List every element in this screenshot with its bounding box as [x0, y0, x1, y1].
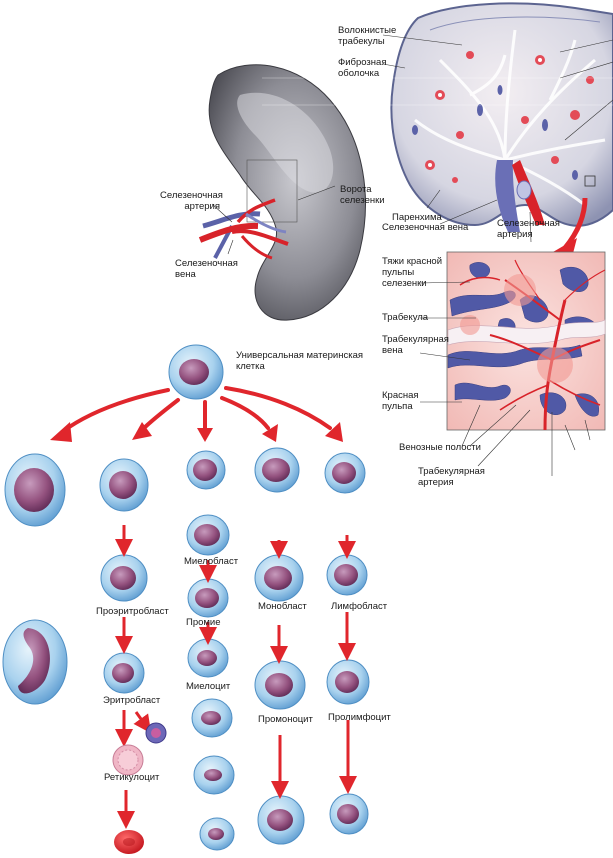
large-cell-left — [2, 619, 68, 705]
cell-row1-col2 — [99, 458, 149, 512]
label-trabecula: Трабекула — [382, 312, 429, 323]
monoblast-cell — [254, 554, 304, 602]
cell-column-set — [4, 447, 370, 851]
myelocyte-cell — [187, 638, 229, 678]
promonocyte-cell — [254, 660, 306, 710]
label-prolymphocyte: Пролимфоцит — [328, 712, 391, 723]
spleen-highlight — [237, 92, 334, 193]
lymphoblast-cell — [326, 554, 368, 596]
label-lymphoblast: Лимфобласт — [331, 601, 388, 612]
label-trabecular-artery: Трабекулярная артерия — [418, 466, 485, 488]
hilum-callout-box — [246, 159, 298, 223]
myeloblast-cell — [186, 514, 230, 556]
label-red-pulp: Красная пульпа — [382, 390, 419, 412]
cell-row1-col4 — [254, 447, 300, 493]
cell-row1-col1 — [4, 453, 66, 527]
monocyte-cell — [257, 795, 305, 845]
label-stem-cell: Универсальная материнская клетка — [236, 350, 364, 372]
trabeculae — [414, 29, 606, 207]
label-splenic-artery-section: Селезеночная артерия — [497, 218, 560, 240]
label-venous-cavities: Венозные полости — [399, 442, 481, 453]
reticulocyte-cell — [112, 744, 144, 776]
pulp-nodules — [412, 51, 594, 183]
label-splenic-artery-left: Селезеночная артерия — [160, 190, 223, 212]
cell-row1-col3 — [186, 450, 226, 490]
branch-arrowheads — [50, 422, 343, 442]
lineage-arrows — [115, 525, 357, 829]
erythroblast-cell — [103, 652, 145, 694]
label-erythroblast: Эритробласт — [103, 695, 161, 706]
prolymphocyte-cell — [326, 659, 370, 705]
label-myelocyte: Миелоцит — [186, 681, 231, 692]
label-red-pulp-cords: Тяжи красной пульпы селезенки — [382, 256, 443, 289]
label-promonocyte: Промоноцит — [258, 714, 313, 725]
lymphocyte-cell — [329, 793, 369, 835]
cell-row1-col5 — [324, 452, 366, 494]
detail-callout-box — [584, 175, 596, 187]
proerythroblast-cell — [100, 554, 148, 602]
small-spiky-cell — [145, 722, 167, 744]
segmented-cell — [199, 817, 235, 851]
label-myeloblast: Миелобласт — [184, 556, 239, 567]
arrow-erythro-side — [133, 711, 152, 734]
spleen-external-view — [198, 64, 366, 321]
label-monoblast: Монобласт — [258, 601, 307, 612]
label-parenchyma: Паренхима — [392, 212, 442, 223]
metamyelocyte-cell — [191, 698, 233, 738]
stem-cell — [168, 344, 224, 400]
label-proerythroblast: Проэритробласт — [96, 606, 169, 617]
label-reticulocyte: Ретикулоцит — [104, 772, 160, 783]
label-fibrous-capsule: Фиброзная оболочка — [338, 57, 387, 79]
label-trabecular-vein: Трабекулярная вена — [382, 334, 449, 356]
spleen-section-view — [262, 2, 613, 265]
band-cell — [193, 755, 235, 795]
hematopoiesis-tree — [2, 344, 370, 854]
label-hilum: Ворота селезенки — [340, 184, 385, 206]
label-splenic-vein-left: Селезеночная вена — [175, 258, 238, 280]
label-splenic-vein-section: Селезеночная вена — [382, 222, 469, 233]
red-pulp-detail — [419, 251, 606, 476]
promyelocyte-cell — [187, 578, 229, 618]
label-fibrous-trabeculae: Волокнистые трабекулы — [338, 25, 397, 47]
label-promyelocyte: Промие — [186, 617, 221, 628]
hilum-vessels — [198, 198, 289, 260]
spleen-body — [208, 64, 366, 321]
erythrocyte — [114, 830, 144, 854]
